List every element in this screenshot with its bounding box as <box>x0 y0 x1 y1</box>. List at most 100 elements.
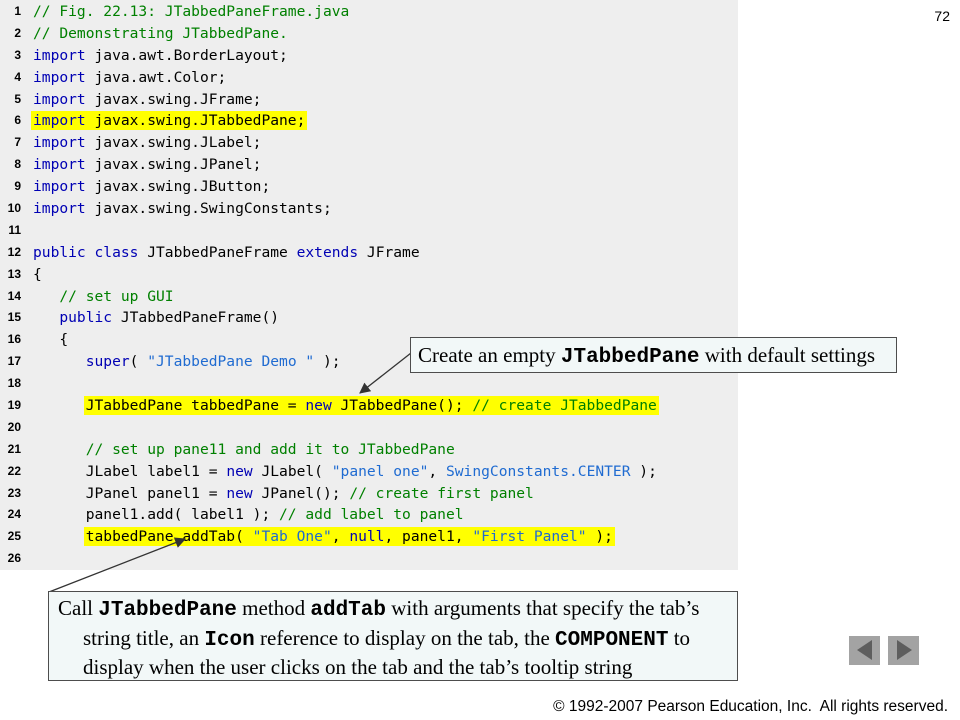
plain-token <box>86 244 95 261</box>
code-line-23: 23 JPanel panel1 = new JPanel(); // crea… <box>0 483 738 505</box>
code-text: public class JTabbedPaneFrame extends JF… <box>33 242 420 264</box>
line-number: 18 <box>7 376 21 391</box>
code-line-18: 18 <box>0 373 738 395</box>
previous-slide-button[interactable] <box>849 636 880 665</box>
triangle-left-icon <box>857 640 872 660</box>
callout-line: Call JTabbedPane method addTab with argu… <box>58 595 737 625</box>
plain-token: JLabel( <box>252 462 332 480</box>
code-text: JPanel panel1 = new JPanel(); // create … <box>33 483 534 505</box>
keyword-token: import <box>33 112 86 130</box>
code-line-1: 1 // Fig. 22.13: JTabbedPaneFrame.java <box>0 1 738 23</box>
code-line-2: 2// Demonstrating JTabbedPane. <box>0 23 738 45</box>
callout-text: to <box>668 625 691 650</box>
comment-token: // add label to panel <box>279 506 464 524</box>
code-body: import javax.swing.JPanel; <box>33 156 261 173</box>
line-number: 4 <box>14 69 21 84</box>
highlighted-code: tabbedPane.addTab( "Tab One", null, pane… <box>83 527 615 547</box>
code-term: Icon <box>204 628 255 652</box>
callout-text: Call <box>58 596 99 620</box>
code-body: import javax.swing.JFrame; <box>33 91 261 108</box>
code-line-16: 16 { <box>0 329 738 351</box>
code-indent <box>33 485 86 502</box>
line-number: 22 <box>7 463 21 478</box>
keyword-token: super <box>85 353 130 371</box>
code-text: // Fig. 22.13: JTabbedPaneFrame.java <box>33 1 349 23</box>
code-text: // Demonstrating JTabbedPane. <box>33 23 288 45</box>
code-text: import javax.swing.JLabel; <box>33 132 261 154</box>
code-text: panel1.add( label1 ); // add label to pa… <box>33 504 464 526</box>
code-body: import javax.swing.SwingConstants; <box>33 200 332 217</box>
line-number: 13 <box>7 266 21 281</box>
code-indent <box>33 309 59 326</box>
plain-token: JTabbedPane tabbedPane = <box>85 397 306 415</box>
keyword-token: class <box>94 243 139 261</box>
callout-line: display when the user clicks on the tab … <box>58 654 737 681</box>
plain-token: JTabbedPaneFrame() <box>112 309 280 327</box>
code-text: import javax.swing.JPanel; <box>33 154 261 176</box>
comment-token: // create JTabbedPane <box>472 397 657 415</box>
code-term: COMPONENT <box>555 628 669 652</box>
keyword-token: import <box>33 68 86 86</box>
callout-text: with arguments that specify the tab’s <box>386 596 700 620</box>
line-number: 1 <box>14 4 21 18</box>
line-number: 7 <box>14 135 21 150</box>
code-line-10: 10 import javax.swing.SwingConstants; <box>0 198 738 220</box>
callout-text: with default settings <box>699 343 876 367</box>
line-number: 23 <box>7 485 21 500</box>
callout-text: string title, an <box>83 625 205 650</box>
line-number: 16 <box>7 332 21 347</box>
literal-token: "Tab One" <box>252 528 332 546</box>
keyword-token: new <box>305 397 332 415</box>
code-text: import javax.swing.JButton; <box>33 176 270 198</box>
plain-token: ); <box>630 462 657 480</box>
code-text: import java.awt.Color; <box>33 67 226 89</box>
plain-token: java.awt.Color; <box>85 68 227 86</box>
line-number: 10 <box>7 201 21 216</box>
line-number: 11 <box>8 222 21 237</box>
line-number: 5 <box>14 91 21 106</box>
keyword-token: new <box>226 484 253 502</box>
code-line-13: 13 { <box>0 264 738 286</box>
plain-token: JTabbedPane(); <box>331 397 473 415</box>
keyword-token: public <box>33 243 86 261</box>
keyword-token: public <box>59 309 113 327</box>
code-text: JLabel label1 = new JLabel( "panel one",… <box>33 461 657 483</box>
line-number: 9 <box>14 179 21 194</box>
plain-token: , panel1, <box>384 528 473 546</box>
callout-text: Create an empty <box>418 343 561 367</box>
line-number: 6 <box>14 113 21 128</box>
comment-token: // Demonstrating JTabbedPane. <box>33 24 288 42</box>
code-line-24: 24 panel1.add( label1 ); // add label to… <box>0 504 738 526</box>
code-indent <box>33 506 86 523</box>
callout-create-tabbedpane: Create an empty JTabbedPane with default… <box>410 337 897 373</box>
keyword-token: extends <box>296 243 359 261</box>
next-slide-button[interactable] <box>888 636 919 665</box>
code-line-20: 20 <box>0 417 738 439</box>
copyright-footer: © 1992-2007 Pearson Education, Inc. All … <box>553 698 948 715</box>
code-text: import java.awt.BorderLayout; <box>33 45 288 67</box>
plain-token: { <box>33 265 42 283</box>
code-line-5: 5 import javax.swing.JFrame; <box>0 89 738 111</box>
code-line-7: 7 import javax.swing.JLabel; <box>0 132 738 154</box>
plain-token: ( <box>129 353 148 371</box>
line-number: 8 <box>14 157 21 172</box>
callout-text: method <box>236 596 311 620</box>
code-text: JTabbedPane tabbedPane = new JTabbedPane… <box>33 395 659 417</box>
code-body: JPanel panel1 = new JPanel(); // create … <box>86 485 534 502</box>
plain-token: JPanel(); <box>252 484 350 502</box>
comment-token: // Fig. 22.13: JTabbedPaneFrame.java <box>33 3 350 20</box>
code-body: import java.awt.Color; <box>33 69 226 86</box>
line-number: 19 <box>7 398 21 413</box>
keyword-token: import <box>33 178 86 196</box>
plain-token: JLabel label1 = <box>85 462 227 480</box>
code-body: JLabel label1 = new JLabel( "panel one",… <box>86 463 657 480</box>
plain-token: JFrame <box>358 243 420 261</box>
code-line-26: 26 <box>0 548 738 570</box>
comment-token: // set up pane11 and add it to JTabbedPa… <box>85 440 455 458</box>
highlighted-code: import javax.swing.JTabbedPane; <box>31 111 308 131</box>
code-text: import javax.swing.JTabbedPane; <box>31 110 308 132</box>
code-text: import javax.swing.JFrame; <box>33 89 261 111</box>
plain-token: , <box>428 462 446 480</box>
code-line-4: 4 import java.awt.Color; <box>0 67 738 89</box>
